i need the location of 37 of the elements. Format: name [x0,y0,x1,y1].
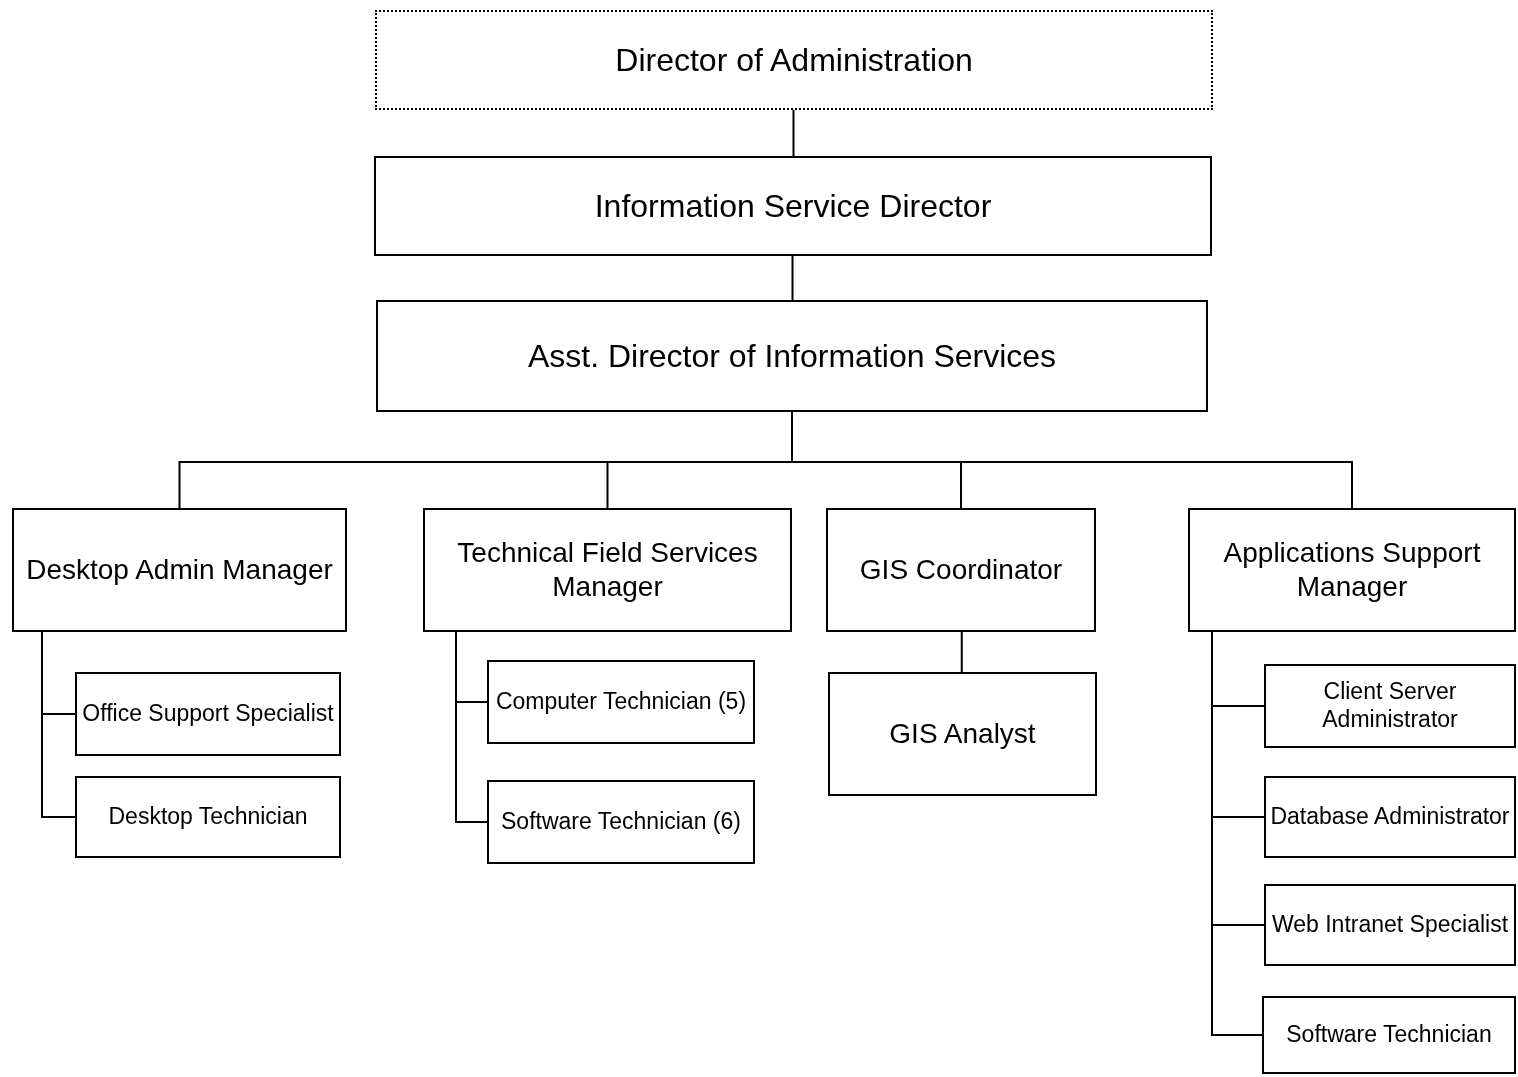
position-box [487,780,755,864]
position-box [1264,776,1516,858]
job-title: Computer Technician (5) [495,688,747,716]
connector-line [41,631,76,818]
position-box [374,156,1212,256]
position-box [1262,996,1516,1074]
connector-line [455,631,488,823]
connector-line [791,255,794,301]
position-box [376,300,1208,412]
position-box [12,508,347,632]
connector-line [960,631,963,673]
job-title: Software Technician [1286,1021,1492,1049]
position-box [1264,664,1516,748]
position-box [423,508,792,632]
connector-line [792,109,795,157]
job-title: Applications Support Manager [1222,536,1482,604]
position-box [1188,508,1516,632]
position-box [375,10,1213,110]
position-box [75,776,341,858]
job-title: Web Intranet Specialist [1271,911,1509,939]
job-title: Technical Field Services Manager [456,536,759,604]
job-title: Office Support Specialist [82,700,334,728]
position-box [828,672,1097,796]
job-title: Asst. Director of Information Services [527,336,1057,376]
job-title: Desktop Admin Manager [26,553,333,587]
job-title: GIS Analyst [889,717,1036,751]
job-title: Director of Administration [615,40,973,80]
job-title: Database Administrator [1270,803,1510,831]
job-title: GIS Coordinator [859,553,1063,587]
position-box [826,508,1096,632]
job-title: Desktop Technician [108,803,308,831]
position-box [487,660,755,744]
job-title: Software Technician (6) [501,808,741,836]
position-box [1264,884,1516,966]
job-title: Client Server Administrator [1321,678,1459,734]
position-box [75,672,341,756]
job-title: Information Service Director [594,186,992,226]
